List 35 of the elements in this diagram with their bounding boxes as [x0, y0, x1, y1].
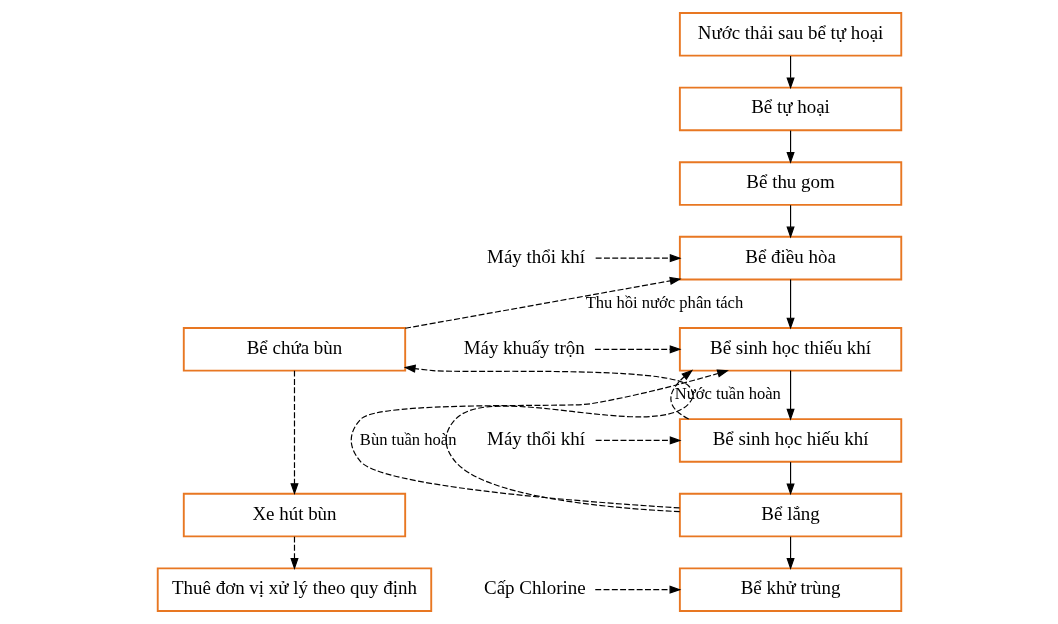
arrow: [669, 369, 693, 420]
arrow: [593, 345, 682, 354]
arrow: [785, 536, 795, 570]
arrow: [594, 585, 681, 594]
node-box: Bể sinh học thiếu khí: [678, 327, 902, 372]
arrow: [594, 436, 682, 445]
node-text: Cấp Chlorine: [483, 577, 586, 599]
node-box: Bể lắng: [678, 492, 902, 538]
arrow: [594, 253, 682, 263]
arrow: [785, 204, 795, 239]
arrow: [785, 130, 795, 164]
node-box: Thuê đơn vị xử lý theo quy định: [156, 567, 432, 612]
arrow: [785, 370, 795, 421]
arrow: [289, 536, 299, 570]
node-box: Bể điều hòa: [678, 235, 902, 281]
node-box: Bể sinh học hiếu khí: [678, 418, 902, 463]
arrow: [785, 278, 795, 330]
edge-label: Bùn tuần hoàn: [359, 429, 456, 449]
node-box: Bể chứa bùn: [182, 327, 406, 372]
arrow: [403, 364, 693, 513]
arrow: [785, 55, 795, 90]
node-box: Nước thải sau bể tự hoại: [678, 12, 902, 57]
arrow: [785, 461, 795, 496]
node-text: Máy thổi khí: [486, 427, 585, 449]
node-box: Bể khử trùng: [678, 567, 902, 612]
node-box: Bể tự hoại: [678, 86, 902, 132]
node-text: Máy khuấy trộn: [463, 336, 585, 358]
node-box: Xe hút bùn: [182, 492, 406, 538]
node-text: Máy thổi khí: [486, 245, 585, 267]
arrow: [289, 370, 299, 496]
arrow: [350, 369, 729, 509]
arrow: [404, 276, 682, 329]
node-box: Bể thu gom: [678, 161, 902, 206]
edge-label: Nước tuần hoàn: [674, 384, 781, 404]
edge-label: Thu hồi nước phân tách: [585, 293, 743, 313]
